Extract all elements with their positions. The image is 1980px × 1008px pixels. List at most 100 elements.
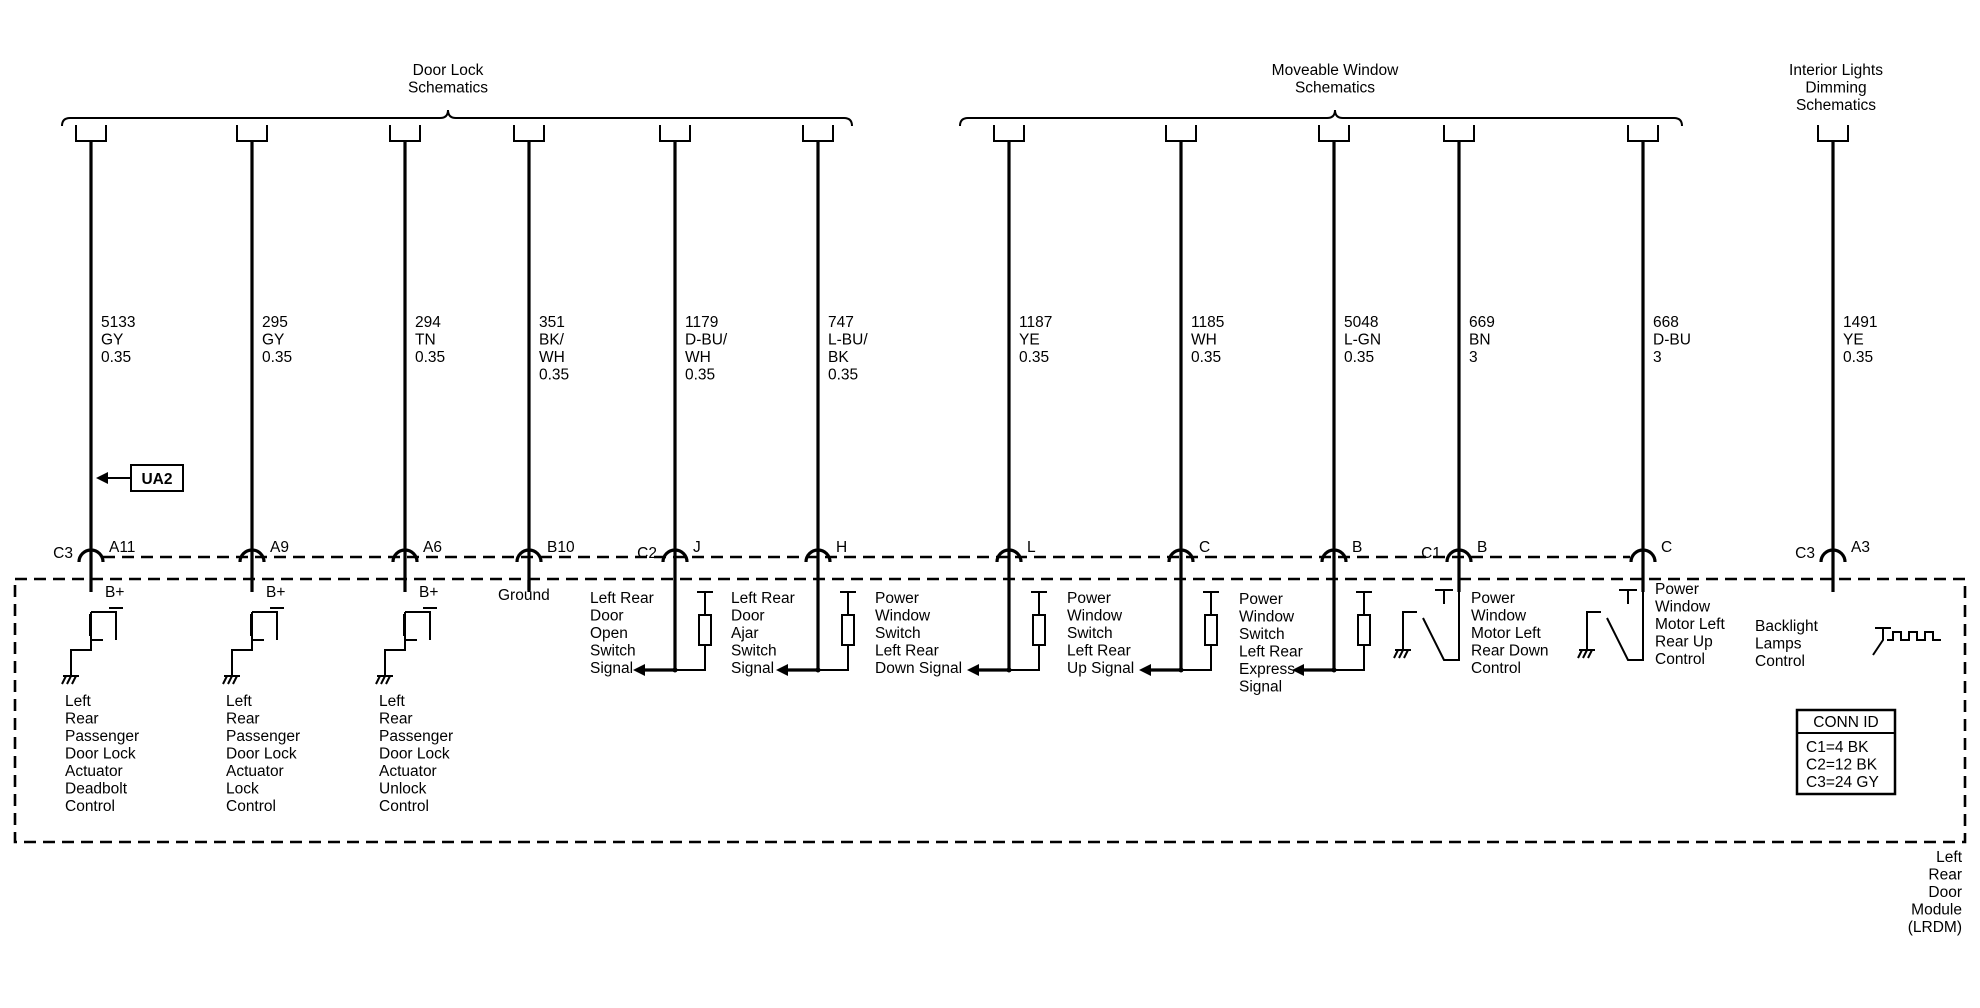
pullup [818,645,849,671]
junction-dot [1178,667,1184,673]
function-label: Window [1655,599,1711,616]
driver-switch [405,607,437,640]
circuit-label: 3 [1653,349,1662,366]
circuit-label: 1187 [1019,314,1052,331]
circuit-label: YE [1843,332,1864,349]
pullup [675,645,706,671]
circuit-label: GY [101,332,123,349]
circuit-label: 1491 [1843,314,1877,331]
resistor-icon [1204,614,1218,646]
resistor-icon [841,614,855,646]
function-label: Lock [226,781,259,798]
function-label: Rear Down [1471,643,1549,660]
pin-arc [1167,548,1195,563]
circuit-label: 0.35 [101,349,131,366]
arrow-icon [1292,664,1304,676]
pwm-driver-icon [1872,627,1941,656]
function-label: Left Rear [731,590,795,607]
function-label: Power [1471,590,1515,607]
function-label: Window [1067,608,1123,625]
circuit-label: BK [828,349,849,366]
pin-label: L [1027,539,1036,556]
pullup [1009,645,1040,671]
conn-id-row: C2=12 BK [1806,757,1878,774]
pullup [1356,591,1372,615]
function-label: Passenger [379,728,453,745]
circuit-label: 5133 [101,314,135,331]
function-label: Power [1239,591,1283,608]
connector-label: C2 [637,545,657,562]
driver-switch [252,607,284,640]
resistor-icon [1032,614,1046,646]
function-label: Door [590,608,624,625]
function-label: Window [1471,608,1527,625]
pin-label: J [693,539,701,556]
function-label: Actuator [379,763,437,780]
driver-switch [250,612,264,641]
function-label: Passenger [65,728,139,745]
top-connector [236,125,268,142]
connector-label: C3 [53,545,73,562]
circuit-label: L-GN [1344,332,1381,349]
top-connector [75,125,107,142]
driver-switch [403,612,417,641]
pin-label: B10 [547,539,575,556]
pin-arc [1629,548,1657,563]
pin-arc [391,548,419,563]
header-label: Moveable Window [1272,62,1399,79]
function-label: Ground [498,587,550,604]
supply-label: B+ [419,584,438,601]
top-connector [659,125,691,142]
top-connector [389,125,421,142]
pin-arc [804,548,832,563]
ground-icon [375,675,393,685]
module-name: Left [1936,849,1963,866]
driver-switch [91,607,123,640]
arrow-icon [967,664,979,676]
pin-arc [77,548,105,563]
function-label: Control [226,798,276,815]
frame-layer [13,109,1967,844]
relay-switch [1606,589,1644,661]
junction-dot [815,667,821,673]
pin-label: A3 [1851,539,1870,556]
circuit-label: 747 [828,314,854,331]
function-label: Power [1655,581,1699,598]
circuit-label: WH [1191,332,1217,349]
relay-switch [1422,589,1460,661]
function-label: Open [590,625,628,642]
pin-label: A6 [423,539,442,556]
signal-wire [979,592,1011,672]
function-label: Window [875,608,931,625]
function-label: Unlock [379,781,427,798]
top-connector [1817,125,1849,142]
conn-id-row: C1=4 BK [1806,739,1869,756]
circuit-label: 0.35 [828,367,858,384]
pin-arc [238,548,266,563]
reference-box [130,464,184,492]
function-label: Door Lock [379,746,450,763]
pin-arc [661,548,689,563]
function-label: Rear [65,711,99,728]
junction-dot [1006,667,1012,673]
function-label: Door Lock [226,746,297,763]
function-label: Power [1067,590,1111,607]
module-name: Module [1911,902,1962,919]
arrow-icon [776,664,788,676]
circuit-label: 0.35 [1019,349,1049,366]
function-label: Control [1471,660,1521,677]
ground-icon [1393,611,1417,659]
ground-wire [384,640,406,676]
supply-label: B+ [105,584,124,601]
pin-label: C [1661,539,1672,556]
circuit-label: 0.35 [262,349,292,366]
function-label: Left [226,693,253,710]
offpage-reference: UA2 [141,471,172,488]
circuit-label: L-BU/ [828,332,868,349]
function-label: Lamps [1755,636,1802,653]
schematic-bracket [959,109,1683,127]
circuit-label: WH [685,349,711,366]
circuit-label: 3 [1469,349,1478,366]
function-label: Actuator [226,763,284,780]
function-label: Left Rear [875,643,939,660]
